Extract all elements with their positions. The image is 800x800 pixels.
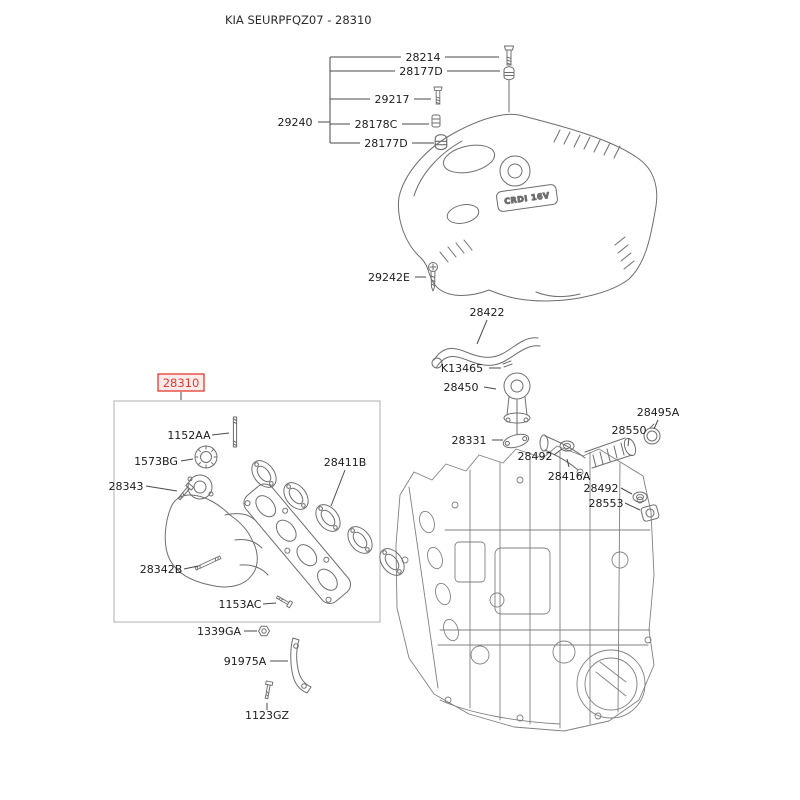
part-label-91975A[interactable]: 91975A <box>224 655 267 668</box>
clip-icon <box>431 114 441 128</box>
engine-block-art <box>395 445 655 732</box>
page-title: KIA SEURPFQZ07 - 28310 <box>225 13 372 27</box>
part-label-28178C[interactable]: 28178C <box>355 118 398 131</box>
manifold-gaskets-art <box>251 460 405 576</box>
bolt-icon <box>274 593 294 609</box>
part-label-29217[interactable]: 29217 <box>375 93 410 106</box>
cap-icon <box>194 445 218 469</box>
part-label-28177D[interactable]: 28177D <box>399 65 442 78</box>
nut-icon <box>258 625 270 637</box>
part-label-28450[interactable]: 28450 <box>444 381 479 394</box>
plug-icon <box>434 134 448 151</box>
egr-assembly-art <box>431 337 661 522</box>
part-label-1123GZ[interactable]: 1123GZ <box>245 709 290 722</box>
part-label-K13465[interactable]: K13465 <box>441 362 483 375</box>
highlighted-part-label-28310[interactable]: 28310 <box>157 373 205 392</box>
manifold-parts-box <box>113 400 381 623</box>
part-label-29240[interactable]: 29240 <box>278 116 313 129</box>
plug-icon <box>503 66 515 81</box>
bolt-icon <box>504 45 514 66</box>
bolt-icon <box>176 482 194 502</box>
bolt-icon <box>262 680 274 700</box>
bolt-icon <box>433 86 443 105</box>
part-label-28495A[interactable]: 28495A <box>637 406 680 419</box>
part-label-29242E[interactable]: 29242E <box>368 271 410 284</box>
cover-badge-text: CRDI 16V <box>504 191 551 206</box>
part-label-28492-2[interactable]: 28492 <box>584 482 619 495</box>
intake-manifold-art <box>164 474 351 604</box>
part-label-1339GA[interactable]: 1339GA <box>197 625 242 638</box>
cover-badge: CRDI 16V <box>496 184 558 212</box>
part-label-1573BG[interactable]: 1573BG <box>134 455 178 468</box>
part-label-28342B[interactable]: 28342B <box>140 563 183 576</box>
leader-lines <box>145 56 659 710</box>
stud-icon <box>232 416 238 448</box>
highlighted-part-number[interactable]: 28310 <box>163 376 200 390</box>
fastener-icons <box>176 45 515 700</box>
part-label-28411B[interactable]: 28411B <box>324 456 367 469</box>
part-label-28331[interactable]: 28331 <box>452 434 487 447</box>
part-label-28422[interactable]: 28422 <box>470 306 505 319</box>
part-label-28177D-2[interactable]: 28177D <box>364 137 407 150</box>
part-label-1153AC[interactable]: 1153AC <box>218 598 261 611</box>
part-label-28492[interactable]: 28492 <box>518 450 553 463</box>
bracket-icon <box>290 637 312 694</box>
part-label-28214[interactable]: 28214 <box>406 51 441 64</box>
part-label-28550[interactable]: 28550 <box>612 424 647 437</box>
part-label-1152AA[interactable]: 1152AA <box>167 429 211 442</box>
part-label-28553[interactable]: 28553 <box>589 497 624 510</box>
part-label-28416A[interactable]: 28416A <box>548 470 591 483</box>
part-label-28343[interactable]: 28343 <box>109 480 144 493</box>
stud-icon <box>194 555 222 571</box>
part-labels: 28214 28177D 29217 29240 28178C 28177D 2… <box>109 51 680 722</box>
